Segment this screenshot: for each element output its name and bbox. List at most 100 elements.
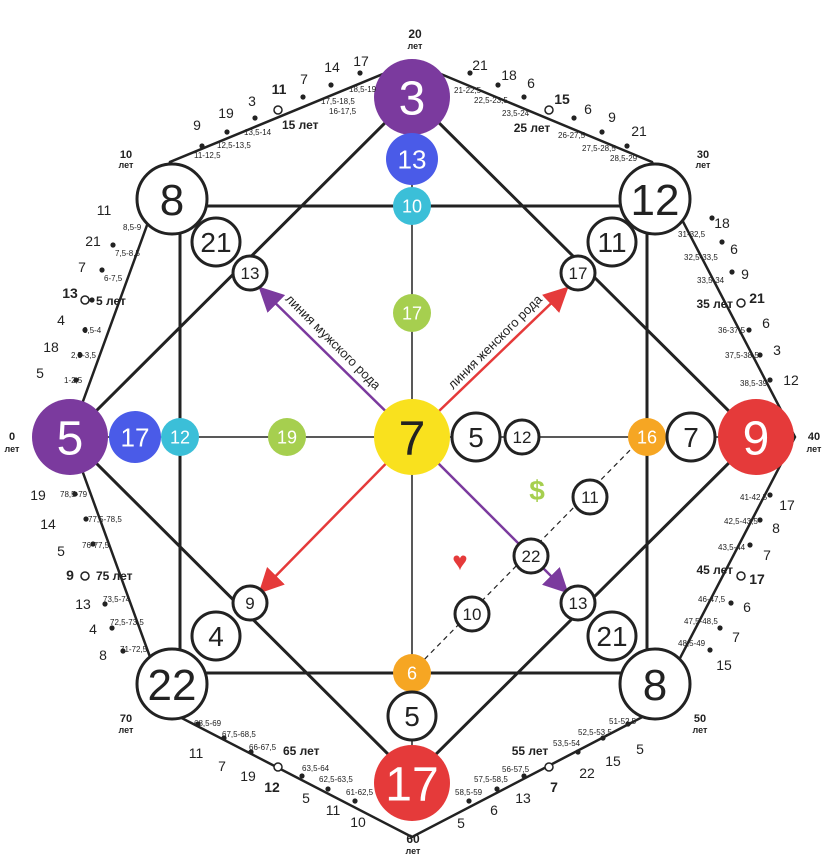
circle-tr-17-shape [559, 254, 597, 292]
tick-dot [767, 377, 773, 383]
range-25: 41-42,5 [740, 493, 768, 502]
circle-bl-4-shape [190, 610, 242, 662]
circle-br-13-value: 13 [569, 594, 588, 613]
age-40-unit: лет [807, 444, 822, 454]
outer-number-14: 17 [353, 53, 369, 69]
tick-dot [709, 215, 715, 221]
circle-corner-bottom-right-value: 8 [643, 661, 667, 710]
outer-number-37: 15 [605, 753, 621, 769]
range-44: 72,5-73,5 [110, 618, 144, 627]
circle-tr-17: 17 [559, 254, 597, 292]
range-47: 77,5-78,5 [88, 515, 122, 524]
circle-diag-10-shape [453, 595, 491, 633]
circle-tr-17-value: 17 [569, 264, 588, 283]
circle-bottom-5-value: 5 [404, 701, 420, 732]
tick-dot [195, 721, 201, 727]
circle-corner-right: 9 [718, 399, 794, 475]
outer-number-7: 11 [97, 202, 112, 218]
tick-dot [707, 647, 713, 653]
outer-number-10: 3 [248, 93, 256, 109]
range-27: 43,5-44 [718, 543, 746, 552]
tick-dot [82, 327, 88, 333]
range-41: 67,5-68,5 [222, 730, 256, 739]
outer-number-18: 15 [554, 91, 570, 107]
range-3: 3,5-4 [83, 326, 102, 335]
circle-diag-10: 10 [453, 595, 491, 633]
tick-dot [73, 377, 79, 383]
age-40: 40 [808, 431, 820, 443]
outer-number-23: 6 [730, 241, 738, 257]
range-6: 8,5-9 [123, 223, 142, 232]
five-year-marker [736, 571, 746, 581]
range-11: 17,5-18,5 [321, 97, 355, 106]
age-50-unit: лет [693, 725, 708, 735]
range-19: 31-32,5 [678, 230, 706, 239]
circle-bottom-5-shape [386, 690, 438, 742]
range-43: 71-72,5 [120, 645, 148, 654]
circle-tr-11: 11 [586, 216, 638, 268]
range-26: 42,5-43,5 [724, 517, 758, 526]
range-35: 57,5-58,5 [474, 775, 508, 784]
circle-diag-11: 11 [571, 478, 609, 516]
range-34: 56-57,5 [502, 765, 530, 774]
circle-left-12-value: 12 [170, 427, 190, 447]
range-37: 61-62,5 [346, 788, 374, 797]
circle-left-17: 17 [109, 411, 161, 463]
circle-top-13-value: 13 [398, 144, 427, 174]
year-15: 15 лет [282, 118, 319, 132]
tick-dot [625, 721, 631, 727]
circle-corner-right-shape [718, 399, 794, 475]
outer-number-53: 9 [66, 567, 74, 583]
circle-top-10-value: 10 [402, 196, 422, 216]
range-12: 18,5-19 [349, 85, 377, 94]
outer-number-50: 8 [99, 647, 107, 663]
outer-number-31: 7 [763, 547, 771, 563]
outer-number-33: 6 [743, 599, 751, 615]
outer-number-51: 4 [89, 621, 97, 637]
age-30: 30 [697, 149, 709, 161]
tick-dot [747, 542, 753, 548]
outer-number-49: 11 [189, 745, 204, 761]
range-31: 51-52,5 [609, 717, 637, 726]
tick-dot [600, 735, 606, 741]
circle-corner-top-value: 3 [399, 72, 426, 125]
circle-corner-bottom: 17 [374, 745, 450, 821]
circle-tl-21-value: 21 [200, 227, 231, 258]
age-10-unit: лет [119, 160, 134, 170]
outer-number-38: 22 [579, 765, 595, 781]
circle-bl-9-value: 9 [245, 594, 254, 613]
circle-diag-11-shape [571, 478, 609, 516]
tick-dot [72, 491, 78, 497]
circle-diag-22-shape [512, 537, 550, 575]
circle-corner-right-value: 9 [743, 412, 770, 465]
tick-dot [719, 239, 725, 245]
tick-dot [352, 798, 358, 804]
outer-number-30: 8 [772, 520, 780, 536]
male-line-label: линия мужского рода [283, 291, 385, 393]
circle-bl-4-value: 4 [208, 621, 224, 652]
tick-dot [99, 267, 105, 273]
tick-dot [90, 541, 96, 547]
range-20: 32,5-33,5 [684, 253, 718, 262]
circle-corner-top-left-value: 8 [160, 176, 184, 225]
outer-number-22: 18 [714, 215, 730, 231]
tick-dot [325, 786, 331, 792]
tick-dot [575, 749, 581, 755]
five-year-marker [80, 295, 90, 305]
range-39: 63,5-64 [302, 764, 330, 773]
outer-number-43: 10 [350, 814, 366, 830]
tick-dot [757, 352, 763, 358]
outer-number-47: 19 [240, 768, 256, 784]
circle-tl-21-shape [190, 216, 242, 268]
age-10: 10 [120, 149, 132, 161]
circle-left-12-shape [161, 418, 199, 456]
dollar-symbol: $ [529, 475, 545, 506]
circle-bottom-5: 5 [386, 690, 438, 742]
tick-dot [571, 115, 577, 121]
age-labels: 0лет10лет20лет30лет40лет50лет60лет70лет5… [5, 27, 822, 856]
range-21: 33,5-34 [697, 276, 725, 285]
tick-dot [729, 269, 735, 275]
circle-top-10: 10 [393, 187, 431, 225]
outer-number-3: 4 [57, 312, 65, 328]
